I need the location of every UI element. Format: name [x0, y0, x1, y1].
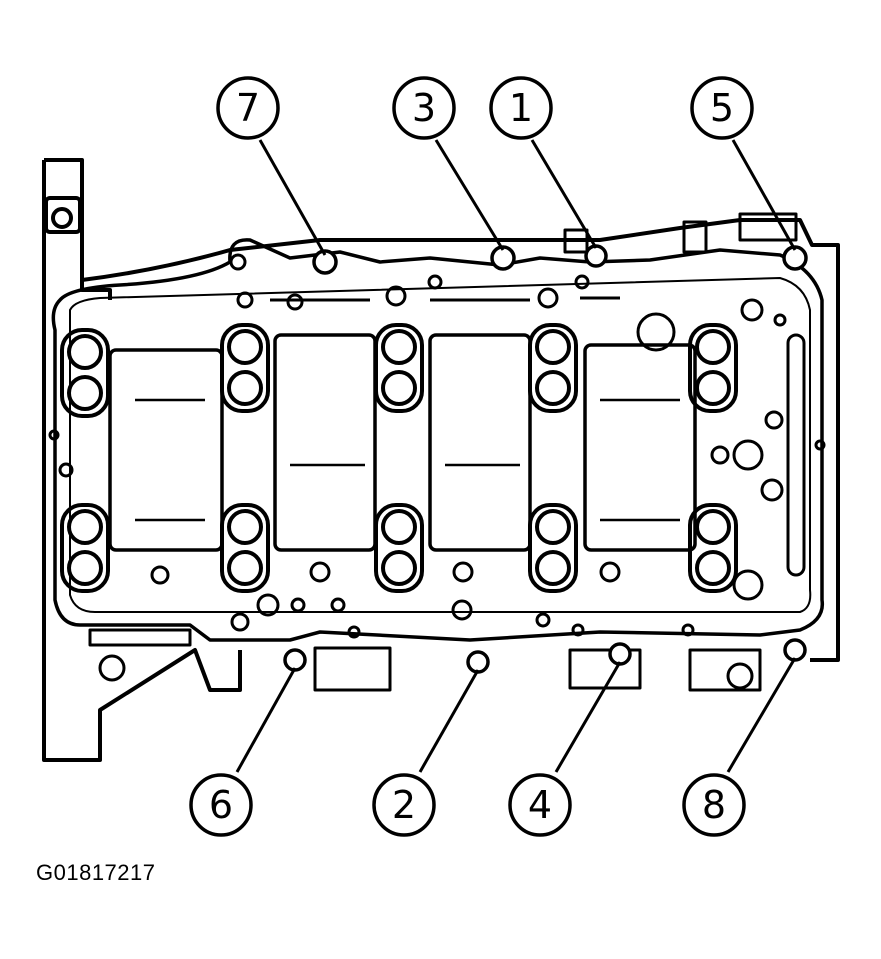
svg-text:6: 6: [209, 783, 233, 827]
callout-1: 1: [489, 76, 553, 140]
svg-text:4: 4: [528, 783, 552, 827]
callout-8: 8: [682, 773, 746, 837]
bolt-hole-pairs: [60, 323, 738, 593]
callout-5: 5: [690, 76, 754, 140]
svg-text:5: 5: [710, 86, 734, 130]
engine-block-outline: [42, 158, 840, 762]
svg-text:7: 7: [236, 86, 260, 130]
callout-6: 6: [189, 773, 253, 837]
leader-lines: [235, 139, 797, 773]
figure-id-label: G01817217: [36, 860, 156, 885]
svg-text:3: 3: [412, 86, 436, 130]
passage-holes: [48, 253, 826, 690]
svg-text:2: 2: [392, 783, 416, 827]
oil-gallery-slot: [786, 333, 806, 577]
callout-7: 7: [216, 76, 280, 140]
callout-2: 2: [372, 773, 436, 837]
svg-text:8: 8: [702, 783, 726, 827]
callout-4: 4: [508, 773, 572, 837]
callout-3: 3: [392, 76, 456, 140]
svg-text:1: 1: [509, 86, 533, 130]
bolt-heads: [283, 244, 808, 674]
crank-bays: [108, 333, 697, 552]
